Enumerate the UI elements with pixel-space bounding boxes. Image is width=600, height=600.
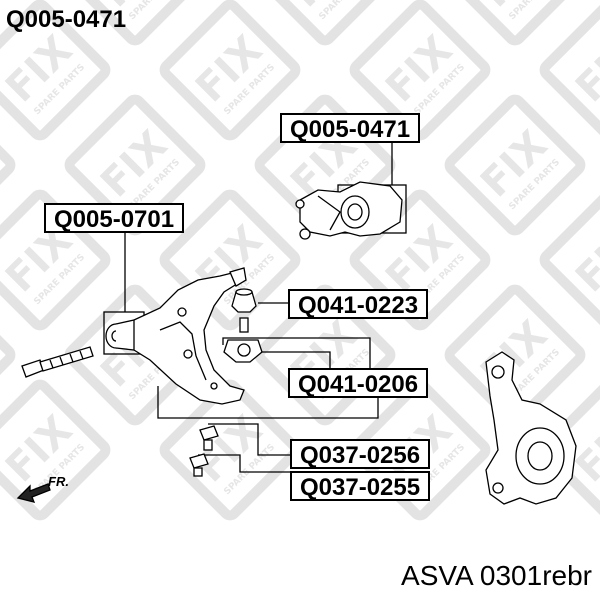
watermark-frame xyxy=(0,379,111,521)
watermark-frame xyxy=(539,189,600,331)
footer-reference: ASVA 0301rebr xyxy=(401,560,592,591)
lower-control-arm xyxy=(133,267,247,405)
leader-q037-0256 xyxy=(208,423,290,456)
watermark-frame xyxy=(64,0,206,46)
leader-q037-0255 xyxy=(198,454,290,473)
leader-arm-bottom xyxy=(157,386,379,419)
label-q005-0701[interactable]: Q005-0701 xyxy=(44,203,185,233)
small-bolts xyxy=(189,425,219,477)
watermark-frame xyxy=(539,379,600,521)
watermark-frame xyxy=(349,0,491,141)
subframe-mount xyxy=(295,181,403,240)
watermark-frame xyxy=(539,0,600,141)
label-q037-0255[interactable]: Q037-0255 xyxy=(290,471,431,501)
watermark-brand: FIX xyxy=(377,27,461,111)
watermark-frame xyxy=(159,379,301,521)
watermark-frame xyxy=(159,0,301,141)
direction-arrow xyxy=(16,483,51,503)
watermark-frame xyxy=(0,284,16,426)
watermark-frame xyxy=(444,0,586,46)
watermark-brand: FIX xyxy=(92,122,176,206)
watermark-brand: FIX xyxy=(0,407,81,491)
watermark-frame xyxy=(64,94,206,236)
steering-knuckle xyxy=(485,351,577,505)
watermark-frame xyxy=(0,94,16,236)
watermark-brand: FIX xyxy=(0,27,81,111)
leader-q041-0206 xyxy=(222,337,371,370)
watermark-frame xyxy=(0,0,111,141)
watermark-frame xyxy=(444,284,586,426)
header-part-number: Q005-0471 xyxy=(6,6,127,33)
leader-lines xyxy=(103,143,407,473)
watermark-frame xyxy=(254,0,396,46)
label-q005-0471[interactable]: Q005-0471 xyxy=(280,113,421,143)
watermark-brand: FIX xyxy=(187,407,271,491)
ball-joint-boot xyxy=(231,288,257,313)
leader-q041-0206-b xyxy=(240,351,331,370)
label-q041-0223[interactable]: Q041-0223 xyxy=(288,289,429,319)
watermark-frame xyxy=(444,94,586,236)
watermark-brand: FIX xyxy=(472,122,556,206)
watermark-brand: FIX xyxy=(187,27,271,111)
long-bolt xyxy=(21,346,94,378)
label-q041-0206[interactable]: Q041-0206 xyxy=(288,368,429,398)
ball-joint xyxy=(223,317,263,363)
label-q037-0256[interactable]: Q037-0256 xyxy=(290,439,431,469)
direction-label: FR. xyxy=(48,474,69,489)
